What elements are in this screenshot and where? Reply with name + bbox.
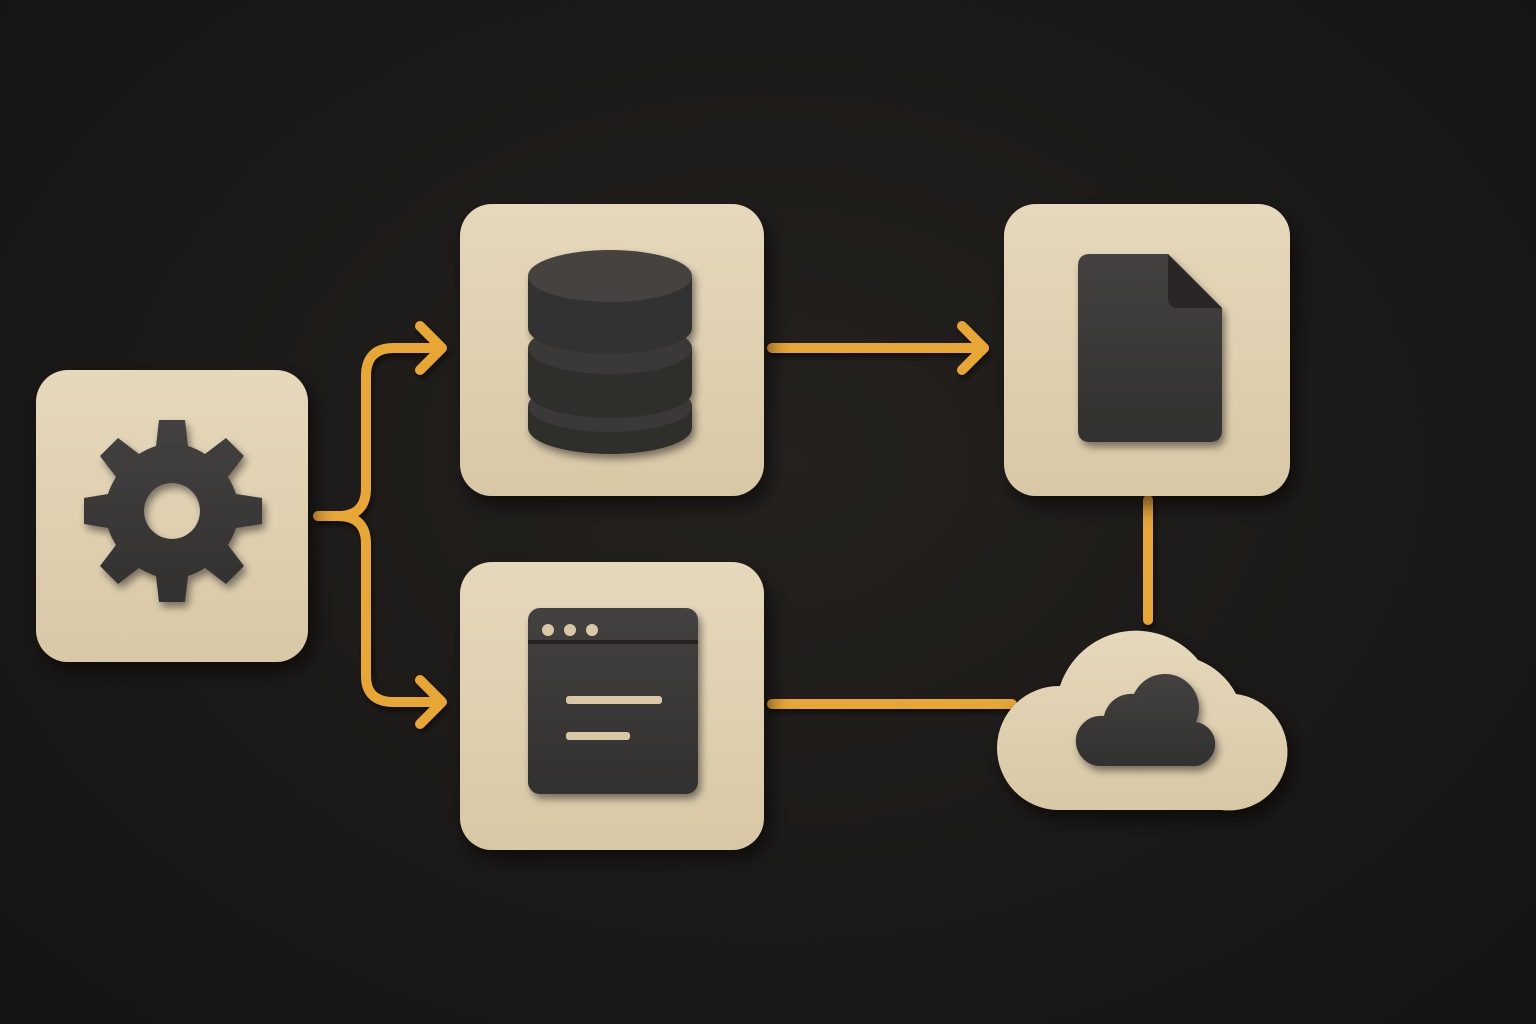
document-icon	[1078, 254, 1222, 442]
window-dot-icon	[542, 624, 554, 636]
text-line-icon	[566, 732, 630, 740]
gear-icon	[84, 420, 262, 602]
arrowhead-window	[415, 675, 447, 729]
node-database[interactable]	[460, 204, 764, 496]
arrowhead-document	[957, 321, 989, 375]
node-document[interactable]	[1004, 204, 1290, 496]
window-dot-icon	[564, 624, 576, 636]
edge-settings-to-window	[333, 511, 445, 707]
node-cloud[interactable]	[997, 630, 1288, 811]
node-settings[interactable]	[36, 370, 308, 662]
window-dot-icon	[586, 624, 598, 636]
arrowhead-database	[415, 321, 447, 375]
cloud-icon	[1075, 673, 1216, 767]
database-icon	[528, 250, 692, 454]
connectors	[313, 321, 1153, 729]
text-line-icon	[566, 696, 662, 704]
node-app-window[interactable]	[460, 562, 764, 850]
window-icon	[528, 608, 698, 794]
